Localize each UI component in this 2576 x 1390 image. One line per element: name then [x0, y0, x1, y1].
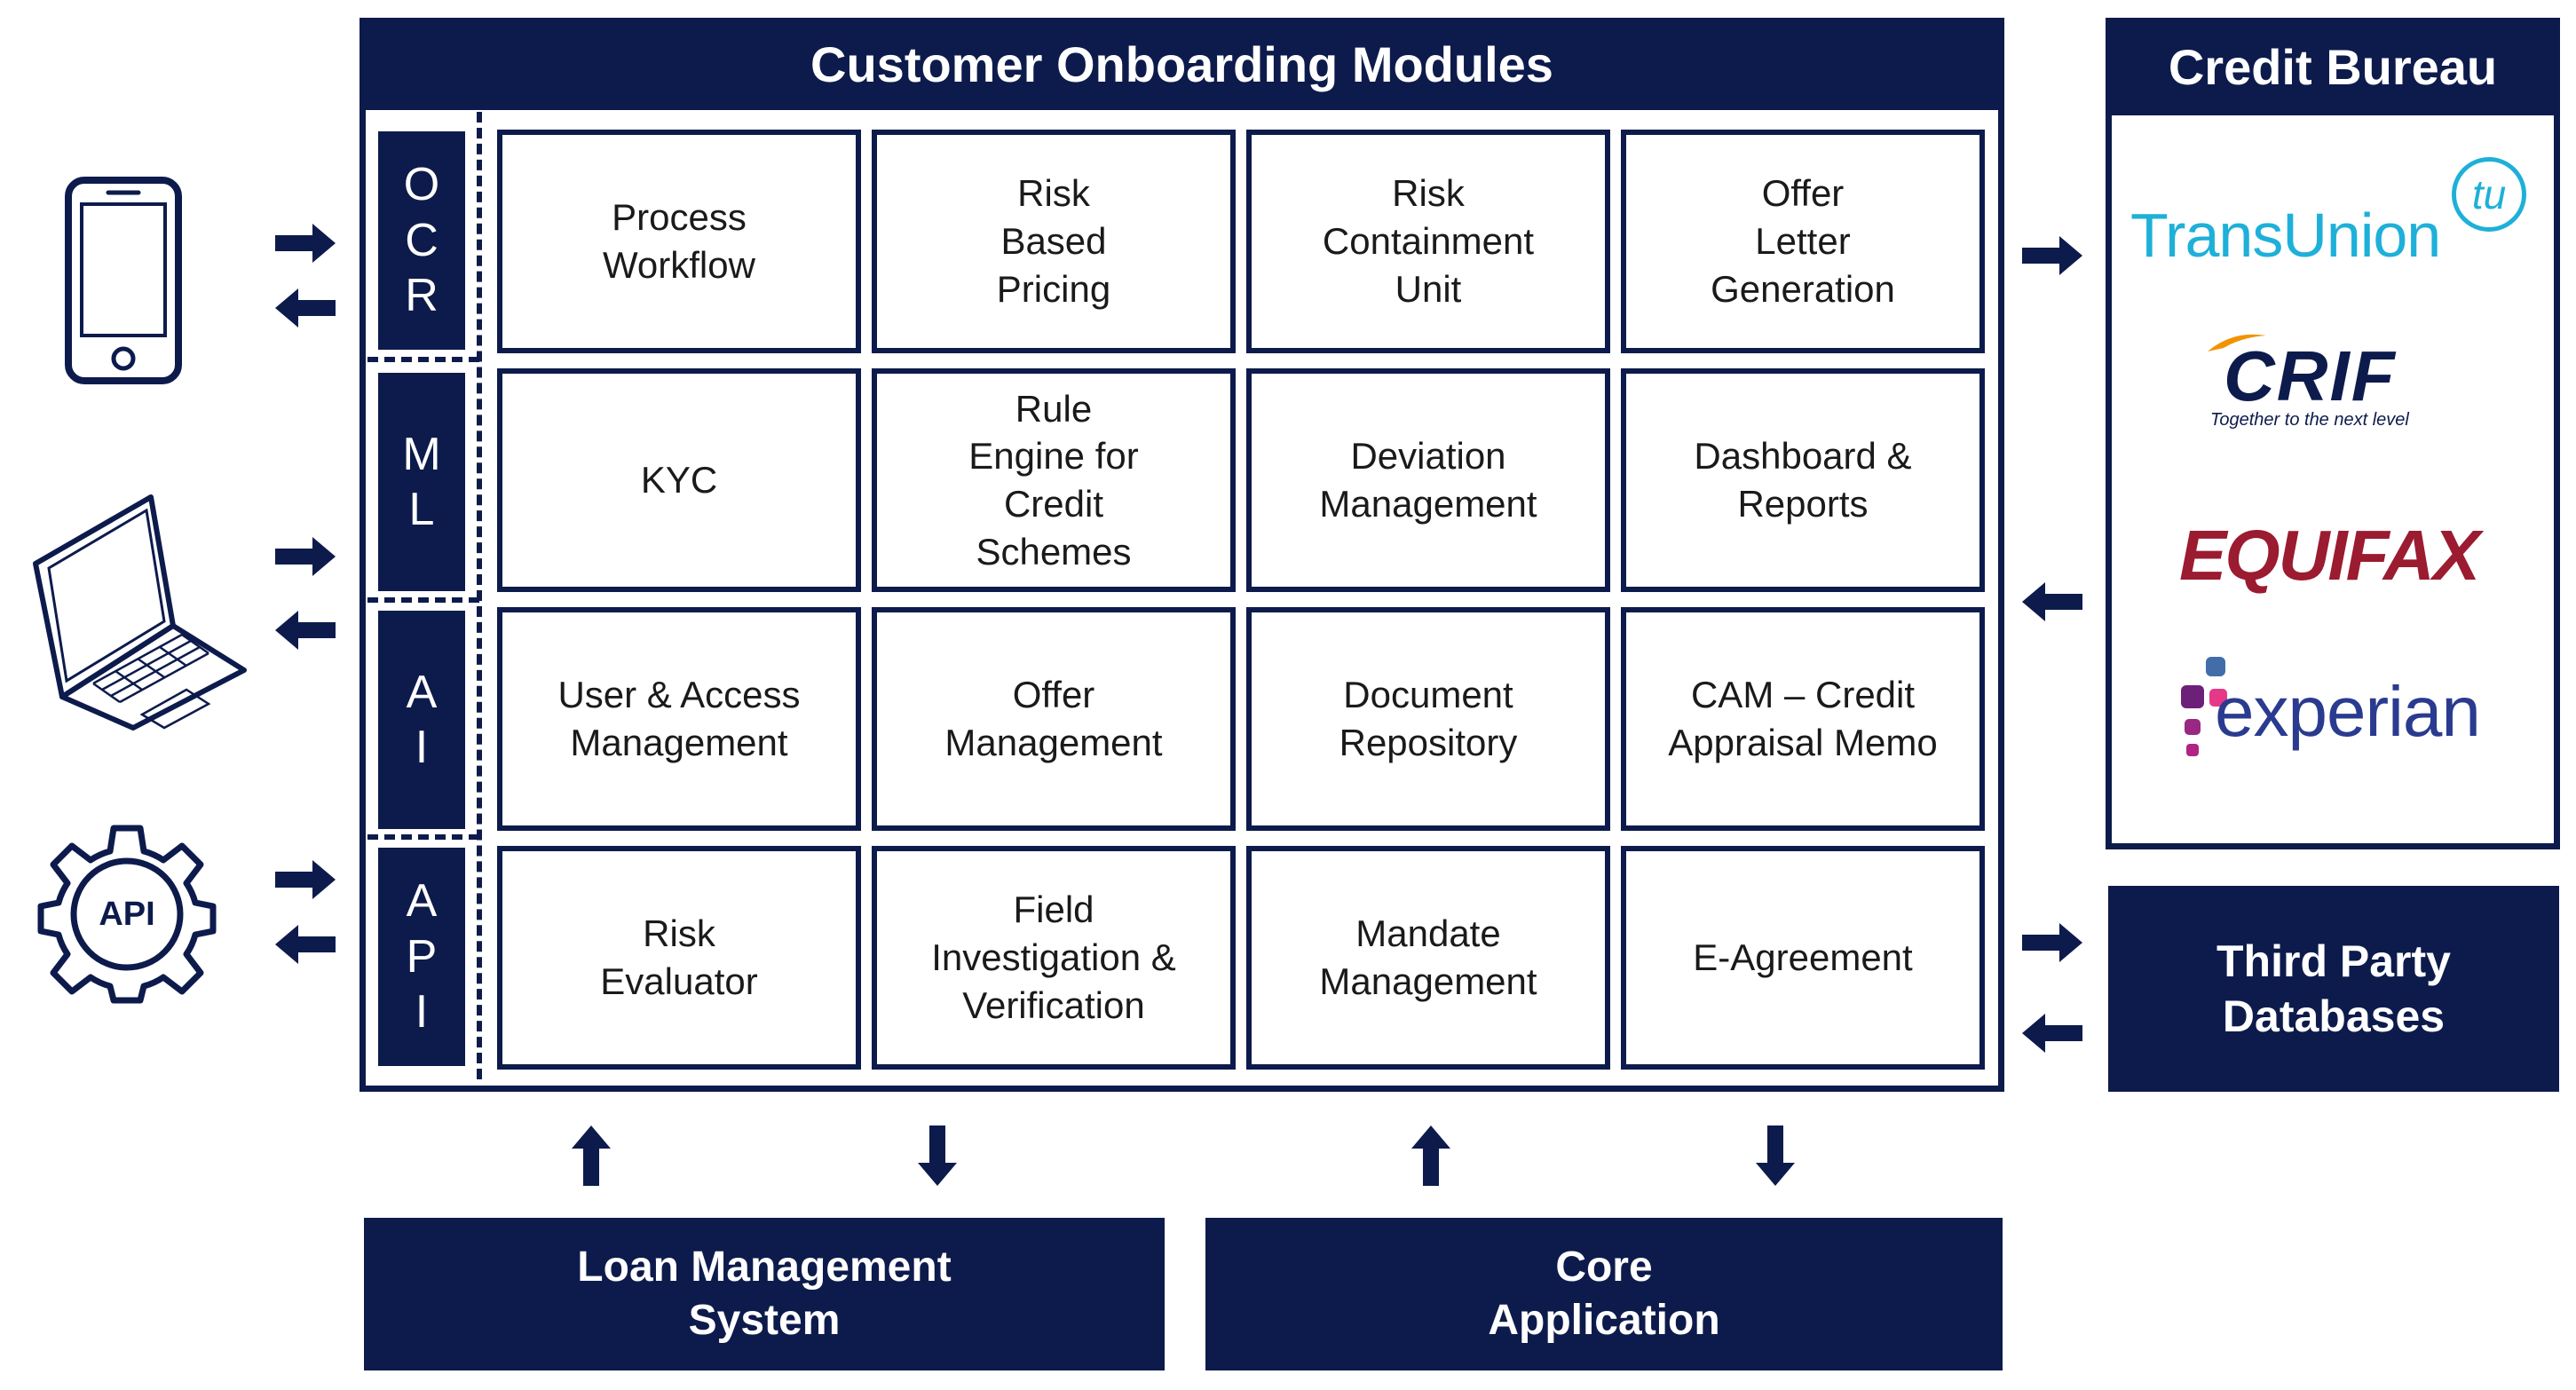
module-risk-based-pricing[interactable]: Risk Based Pricing — [872, 130, 1236, 353]
module-process-workflow[interactable]: Process Workflow — [497, 130, 861, 353]
transunion-logo: TransUnion tu — [2130, 155, 2539, 280]
side-label-ai: A I — [378, 611, 465, 829]
onboarding-modules-title: Customer Onboarding Modules — [360, 18, 2004, 110]
module-offer-management[interactable]: Offer Management — [872, 607, 1236, 831]
api-label: API — [99, 895, 155, 933]
side-label-api: A P I — [378, 848, 465, 1066]
side-label-ml: M L — [378, 373, 465, 591]
module-dashboard-reports[interactable]: Dashboard & Reports — [1621, 368, 1985, 592]
module-user-access-management[interactable]: User & Access Management — [497, 607, 861, 831]
module-mandate-management[interactable]: Mandate Management — [1246, 846, 1610, 1070]
transunion-mark-icon: tu — [2452, 157, 2526, 232]
third-party-databases-box[interactable]: Third Party Databases — [2108, 886, 2559, 1092]
loan-management-system-box[interactable]: Loan Management System — [364, 1218, 1165, 1370]
module-risk-evaluator[interactable]: Risk Evaluator — [497, 846, 861, 1070]
crif-swoosh-icon — [2208, 334, 2266, 351]
row-divider — [367, 834, 479, 840]
module-cam-credit-appraisal-memo[interactable]: CAM – Credit Appraisal Memo — [1621, 607, 1985, 831]
module-offer-letter-generation[interactable]: Offer Letter Generation — [1621, 130, 1985, 353]
crif-logo: CRIF Together to the next level — [2206, 328, 2472, 435]
module-document-repository[interactable]: Document Repository — [1246, 607, 1610, 831]
side-divider — [477, 112, 482, 1079]
experian-logo: experian — [2179, 655, 2517, 788]
row-divider — [367, 357, 479, 362]
module-e-agreement[interactable]: E-Agreement — [1621, 846, 1985, 1070]
credit-bureau-title: Credit Bureau — [2106, 18, 2560, 115]
api-gear-icon: API — [34, 821, 220, 1007]
side-label-ocr: O C R — [378, 131, 465, 350]
experian-dots-icon — [2181, 657, 2227, 756]
laptop-icon — [18, 493, 249, 732]
core-application-box[interactable]: Core Application — [1205, 1218, 2003, 1370]
module-field-investigation[interactable]: Field Investigation & Verification — [872, 846, 1236, 1070]
row-divider — [367, 597, 479, 603]
module-deviation-management[interactable]: Deviation Management — [1246, 368, 1610, 592]
module-kyc[interactable]: KYC — [497, 368, 861, 592]
equifax-logo: EQUIFAX — [2179, 516, 2480, 595]
module-risk-containment-unit[interactable]: Risk Containment Unit — [1246, 130, 1610, 353]
mobile-phone-icon — [64, 176, 183, 385]
module-rule-engine[interactable]: Rule Engine for Credit Schemes — [872, 368, 1236, 592]
credit-bureau-frame — [2106, 18, 2560, 849]
